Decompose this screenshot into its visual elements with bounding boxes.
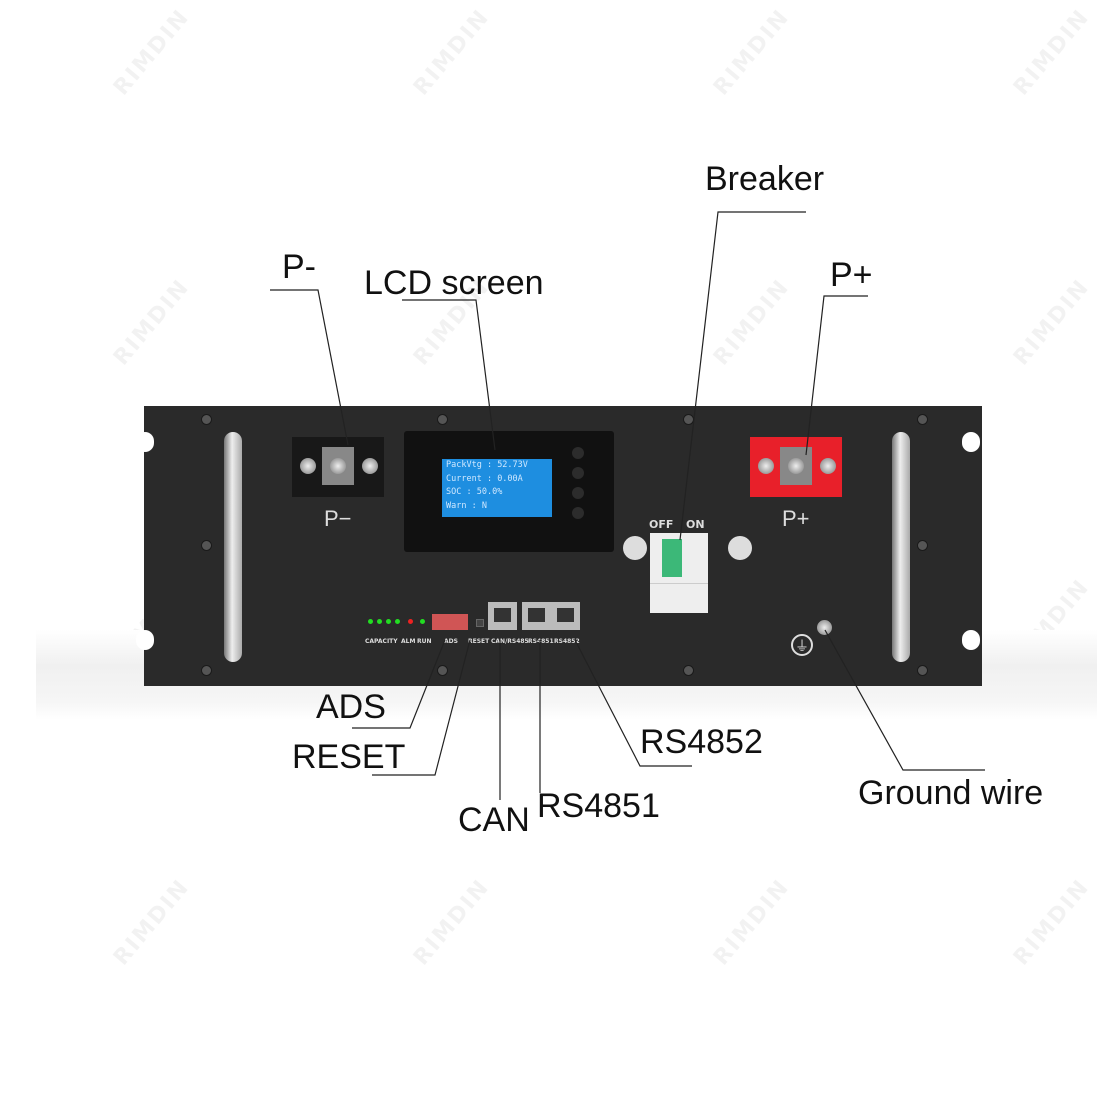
rack-ear-notch: [136, 432, 154, 452]
breaker-leader: [679, 211, 806, 541]
terminal-bolt: [300, 458, 316, 474]
on-label: ON: [686, 518, 705, 531]
panel-p-plus: P+: [782, 506, 810, 531]
reset-print: RESET: [468, 638, 490, 645]
lcd-value: 52.73V: [497, 460, 528, 470]
label-ads: ADS: [316, 688, 386, 726]
terminal-bolt: [820, 458, 836, 474]
alm-led: [408, 619, 413, 624]
can-rs485-print: CAN/RS485: [491, 638, 529, 645]
lcd-button[interactable]: [572, 467, 584, 479]
p-minus-leader: [270, 289, 349, 446]
ground-bolt: [817, 620, 832, 635]
screw: [437, 665, 448, 676]
capacity-led: [386, 619, 391, 624]
label-breaker: Breaker: [705, 160, 825, 198]
reset-button[interactable]: [476, 619, 484, 627]
can-rs485-port[interactable]: [488, 602, 517, 630]
rs4852-port[interactable]: [551, 602, 580, 630]
terminal-bolt: [362, 458, 378, 474]
label-reset: RESET: [292, 738, 406, 776]
breaker[interactable]: [650, 533, 708, 613]
rs4851-print: RS4851: [528, 638, 554, 645]
screw: [917, 414, 928, 425]
lcd-value: 0.00A: [497, 473, 523, 484]
rs4852-leader: [574, 639, 692, 767]
rack-ear-notch: [962, 630, 980, 650]
lcd-button[interactable]: [572, 487, 584, 499]
lcd-module: PackVtg : 52.73V Current : 0.00A SOC : 5…: [404, 431, 614, 552]
lcd-key: Current: [446, 473, 482, 484]
rack-ear-notch: [962, 432, 980, 452]
lcd-key: Warn: [446, 500, 467, 511]
off-label: OFF: [649, 518, 674, 531]
lcd-row: SOC : 50.0%: [446, 487, 503, 497]
label-ground-wire: Ground wire: [858, 774, 1044, 812]
lcd-row: PackVtg : 52.73V: [446, 460, 528, 470]
label-rs4851: RS4851: [537, 787, 660, 825]
screw: [917, 665, 928, 676]
label-p-minus: P-: [282, 248, 316, 286]
terminal-bolt: [788, 458, 804, 474]
lcd-leader: [402, 299, 496, 451]
rs4851-port[interactable]: [522, 602, 551, 630]
ground-leader: [824, 629, 985, 771]
alm-print: ALM: [401, 638, 416, 645]
terminal-bolt: [758, 458, 774, 474]
breaker-knob: [728, 536, 752, 560]
lcd-screen: PackVtg : 52.73V Current : 0.00A SOC : 5…: [442, 459, 552, 517]
screw: [201, 414, 212, 425]
run-led: [420, 619, 425, 624]
lcd-row: Warn : N: [446, 500, 487, 511]
panel-p-minus: P−: [324, 506, 352, 531]
right-handle[interactable]: [892, 432, 910, 662]
capacity-print: CAPACITY: [365, 638, 398, 645]
screw: [437, 414, 448, 425]
lcd-value: N: [481, 500, 487, 511]
capacity-led: [377, 619, 382, 624]
reset-leader: [372, 639, 471, 776]
breaker-lever[interactable]: [662, 539, 682, 577]
label-p-plus: P+: [830, 256, 873, 294]
lcd-value: 50.0%: [476, 487, 503, 497]
ads-print: ADS: [444, 638, 458, 645]
lcd-key: PackVtg: [446, 460, 482, 470]
label-rs4852: RS4852: [640, 723, 763, 761]
terminal-bolt: [330, 458, 346, 474]
screw: [201, 665, 212, 676]
rack-ear-notch: [136, 630, 154, 650]
ground-icon: ⏚: [791, 634, 813, 656]
p-plus-leader: [805, 295, 868, 456]
run-print: RUN: [417, 638, 432, 645]
lcd-row: Current : 0.00A: [446, 473, 523, 484]
screw: [917, 540, 928, 551]
label-can: CAN: [458, 801, 530, 839]
label-lcd-screen: LCD screen: [364, 264, 544, 302]
capacity-led: [368, 619, 373, 624]
lcd-button[interactable]: [572, 447, 584, 459]
screw: [683, 665, 694, 676]
left-handle[interactable]: [224, 432, 242, 662]
screw: [201, 540, 212, 551]
p-minus-terminal: [292, 437, 384, 497]
breaker-knob: [623, 536, 647, 560]
p-plus-terminal: [750, 437, 842, 497]
ads-leader: [352, 639, 446, 729]
lcd-key: SOC: [446, 487, 462, 497]
lcd-button[interactable]: [572, 507, 584, 519]
rs4852-print: RS4852: [554, 638, 580, 645]
ads-dip-switch[interactable]: [432, 614, 468, 630]
capacity-led: [395, 619, 400, 624]
